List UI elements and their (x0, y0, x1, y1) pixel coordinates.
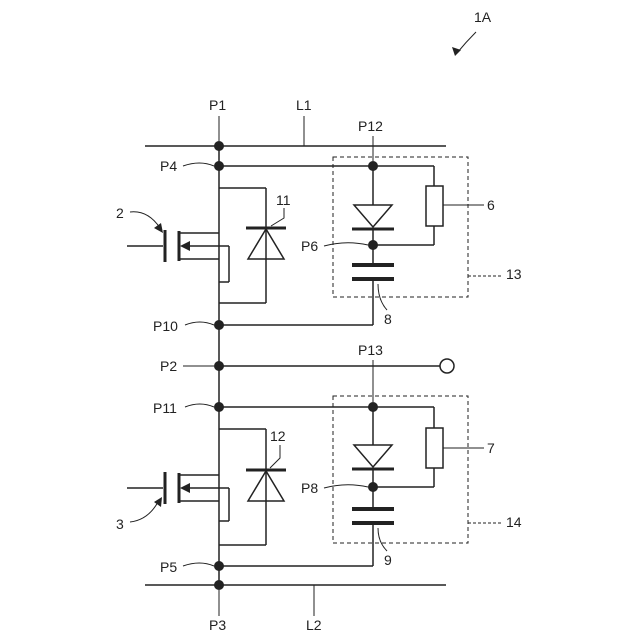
lower-switch (127, 429, 266, 545)
output-terminal (440, 359, 454, 373)
node-p3 (214, 580, 224, 590)
node-p10-leader (185, 322, 214, 325)
node-p6 (368, 240, 378, 250)
upper-diode-leader (271, 208, 284, 226)
lower-diode-label: 12 (270, 428, 286, 444)
node-p12-label: P12 (358, 118, 383, 134)
node-p10-label: P10 (153, 318, 178, 334)
upper-capacitor-label: 8 (384, 311, 392, 327)
node-p1 (214, 141, 224, 151)
upper-switch-arrow (130, 212, 160, 228)
lower-capacitor-label: 9 (384, 552, 392, 568)
node-p6-label: P6 (301, 238, 318, 254)
node-p13 (368, 402, 378, 412)
lower-switch-arrow (130, 502, 158, 522)
node-p13-label: P13 (358, 342, 383, 358)
node-p8-leader (324, 485, 368, 488)
lower-switch-arrowhead (154, 497, 162, 507)
node-p4 (214, 161, 224, 171)
node-p5-label: P5 (160, 559, 177, 575)
node-p3-label: P3 (209, 617, 226, 633)
node-p11-label: P11 (153, 400, 177, 416)
line-l1-label: L1 (296, 97, 312, 113)
upper-snubber-label: 13 (506, 266, 522, 282)
upper-diode-label: 11 (276, 192, 291, 208)
node-p4-leader (183, 163, 214, 166)
node-p4-label: P4 (160, 158, 177, 174)
figure-label: 1A (474, 9, 492, 25)
node-p2-label: P2 (160, 358, 177, 374)
upper-switch-label: 2 (116, 205, 124, 221)
node-p5 (214, 561, 224, 571)
figure-label-arrowhead (452, 47, 461, 56)
upper-snubber-box (333, 157, 468, 297)
line-l2-label: L2 (306, 617, 322, 633)
upper-switch (127, 188, 266, 303)
node-p6-leader (324, 243, 368, 246)
node-p8 (368, 482, 378, 492)
lower-capacitor-leader (378, 528, 387, 551)
lower-resistor-label: 7 (487, 440, 495, 456)
node-p11-leader (185, 404, 214, 407)
node-p5-leader (183, 563, 214, 566)
lower-diode-leader (270, 445, 280, 468)
node-p12 (368, 161, 378, 171)
node-p11 (214, 402, 224, 412)
upper-resistor-label: 6 (487, 197, 495, 213)
lower-snubber-label: 14 (506, 514, 522, 530)
lower-snubber-resistor (373, 407, 443, 487)
node-p2 (214, 361, 224, 371)
lower-switch-label: 3 (116, 516, 124, 532)
node-p1-label: P1 (209, 97, 226, 113)
node-p8-label: P8 (301, 480, 318, 496)
upper-switch-arrowhead (154, 223, 163, 233)
node-p10 (214, 320, 224, 330)
